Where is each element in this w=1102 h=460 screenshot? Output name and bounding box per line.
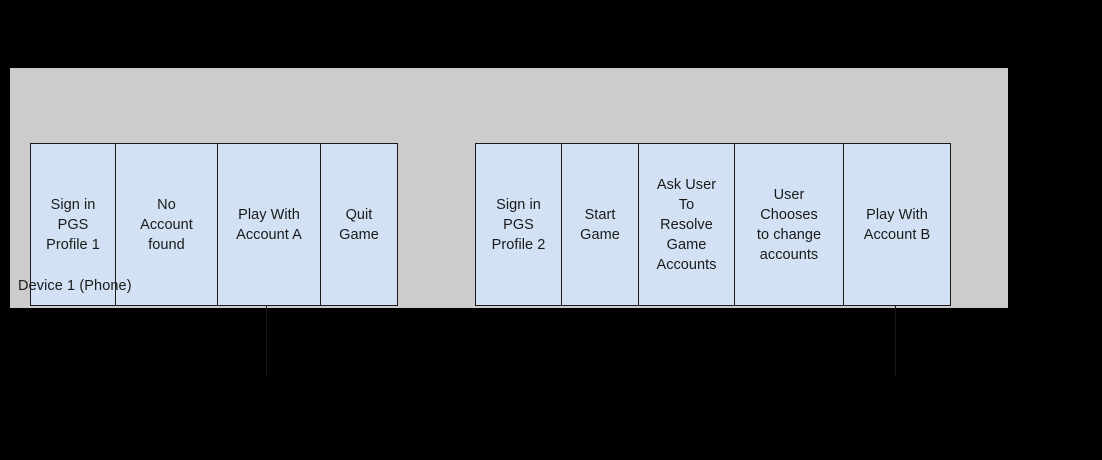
step-label: Ask User To Resolve Game Accounts [656,176,717,273]
drop-line-after-play-with-account-b [895,306,896,376]
device-lane-1: Sign in PGS Profile 1 No Account found P… [10,68,1008,376]
step-label: User Chooses to change accounts [756,186,822,263]
device-lane-label: Device 1 (Phone) [18,278,132,294]
step-label: Sign in PGS Profile 2 [491,196,546,253]
step-label: Sign in PGS Profile 1 [46,196,100,253]
step-box-play-with-account-a[interactable]: Play With Account A [217,143,320,306]
drop-line-after-play-with-account-a [266,306,267,376]
step-box-start-game[interactable]: Start Game [561,143,638,306]
step-label: Play With Account A [236,206,302,243]
flow-group-account-b: Sign in PGS Profile 2 Start Game Ask Use… [475,143,951,306]
step-box-quit-game[interactable]: Quit Game [320,143,398,306]
step-label: Start Game [580,206,620,243]
step-box-play-with-account-b[interactable]: Play With Account B [843,143,951,306]
step-box-sign-in-pgs-profile-1[interactable]: Sign in PGS Profile 1 [30,143,115,306]
flow-group-account-a: Sign in PGS Profile 1 No Account found P… [30,143,398,306]
step-box-user-chooses-to-change-accounts[interactable]: User Chooses to change accounts [734,143,843,306]
step-label: Play With Account B [863,206,931,243]
step-box-sign-in-pgs-profile-2[interactable]: Sign in PGS Profile 2 [475,143,561,306]
step-label: No Account found [140,196,193,253]
step-box-no-account-found[interactable]: No Account found [115,143,217,306]
step-label: Quit Game [339,206,379,243]
step-box-ask-user-to-resolve-game-accounts[interactable]: Ask User To Resolve Game Accounts [638,143,734,306]
